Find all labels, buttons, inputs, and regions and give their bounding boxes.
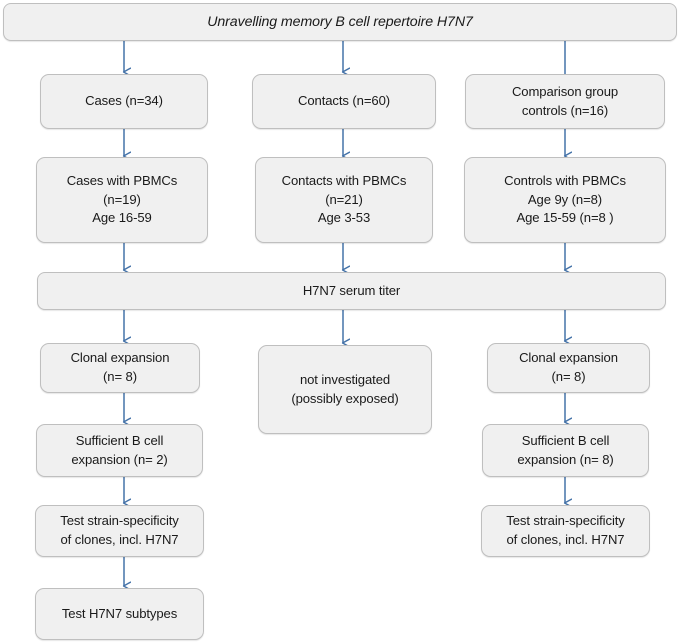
title-box: Unravelling memory B cell repertoire H7N… bbox=[3, 3, 677, 41]
node-h7n7-serum-titer[interactable]: H7N7 serum titer bbox=[37, 272, 666, 310]
node-controls-test-strain-specificity[interactable]: Test strain-specificity of clones, incl.… bbox=[481, 505, 650, 557]
node-controls-with-pbmcs[interactable]: Controls with PBMCs Age 9y (n=8) Age 15-… bbox=[464, 157, 666, 243]
node-cases-clonal-expansion[interactable]: Clonal expansion (n= 8) bbox=[40, 343, 200, 393]
node-controls-sufficient-expansion[interactable]: Sufficient B cell expansion (n= 8) bbox=[482, 424, 649, 477]
node-cases-with-pbmcs[interactable]: Cases with PBMCs (n=19) Age 16-59 bbox=[36, 157, 208, 243]
node-cases-test-h7n7-subtypes[interactable]: Test H7N7 subtypes bbox=[35, 588, 204, 640]
node-cases[interactable]: Cases (n=34) bbox=[40, 74, 208, 129]
node-controls-clonal-expansion[interactable]: Clonal expansion (n= 8) bbox=[487, 343, 650, 393]
node-cases-test-strain-specificity[interactable]: Test strain-specificity of clones, incl.… bbox=[35, 505, 204, 557]
node-cases-sufficient-expansion[interactable]: Sufficient B cell expansion (n= 2) bbox=[36, 424, 203, 477]
node-contacts[interactable]: Contacts (n=60) bbox=[252, 74, 436, 129]
node-contacts-with-pbmcs[interactable]: Contacts with PBMCs (n=21) Age 3-53 bbox=[255, 157, 433, 243]
node-comparison-group-controls[interactable]: Comparison group controls (n=16) bbox=[465, 74, 665, 129]
node-contacts-not-investigated[interactable]: not investigated (possibly exposed) bbox=[258, 345, 432, 434]
